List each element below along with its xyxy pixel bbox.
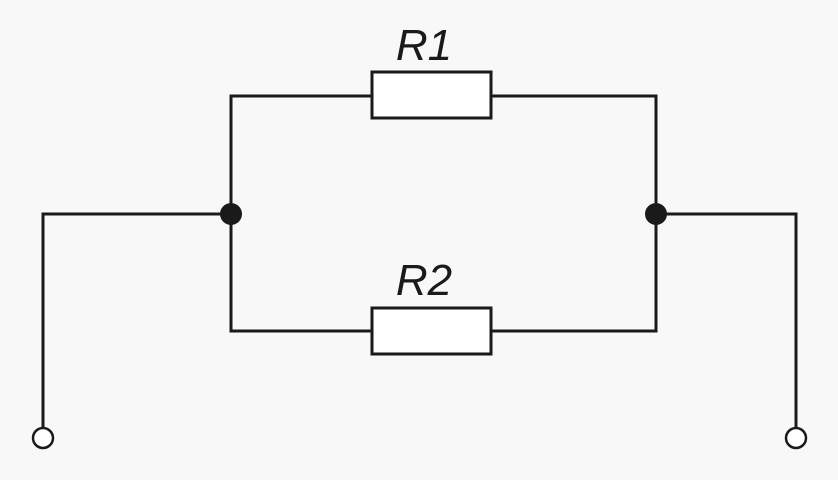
left-junction-dot — [220, 203, 242, 225]
top-branch-wire-left — [229, 94, 374, 216]
right-terminal — [784, 426, 808, 450]
left-lead-wire — [41, 212, 233, 430]
bottom-branch-wire-left — [229, 212, 374, 333]
resistor-r1 — [370, 70, 493, 120]
right-lead-wire — [654, 212, 798, 430]
resistor-r2-label: R2 — [396, 256, 452, 305]
right-junction-dot — [645, 203, 667, 225]
resistor-r1-label: R1 — [396, 21, 452, 70]
bottom-branch-wire-right — [489, 212, 658, 333]
left-terminal — [31, 426, 55, 450]
resistor-r2 — [370, 306, 493, 356]
top-branch-wire-right — [489, 94, 658, 216]
